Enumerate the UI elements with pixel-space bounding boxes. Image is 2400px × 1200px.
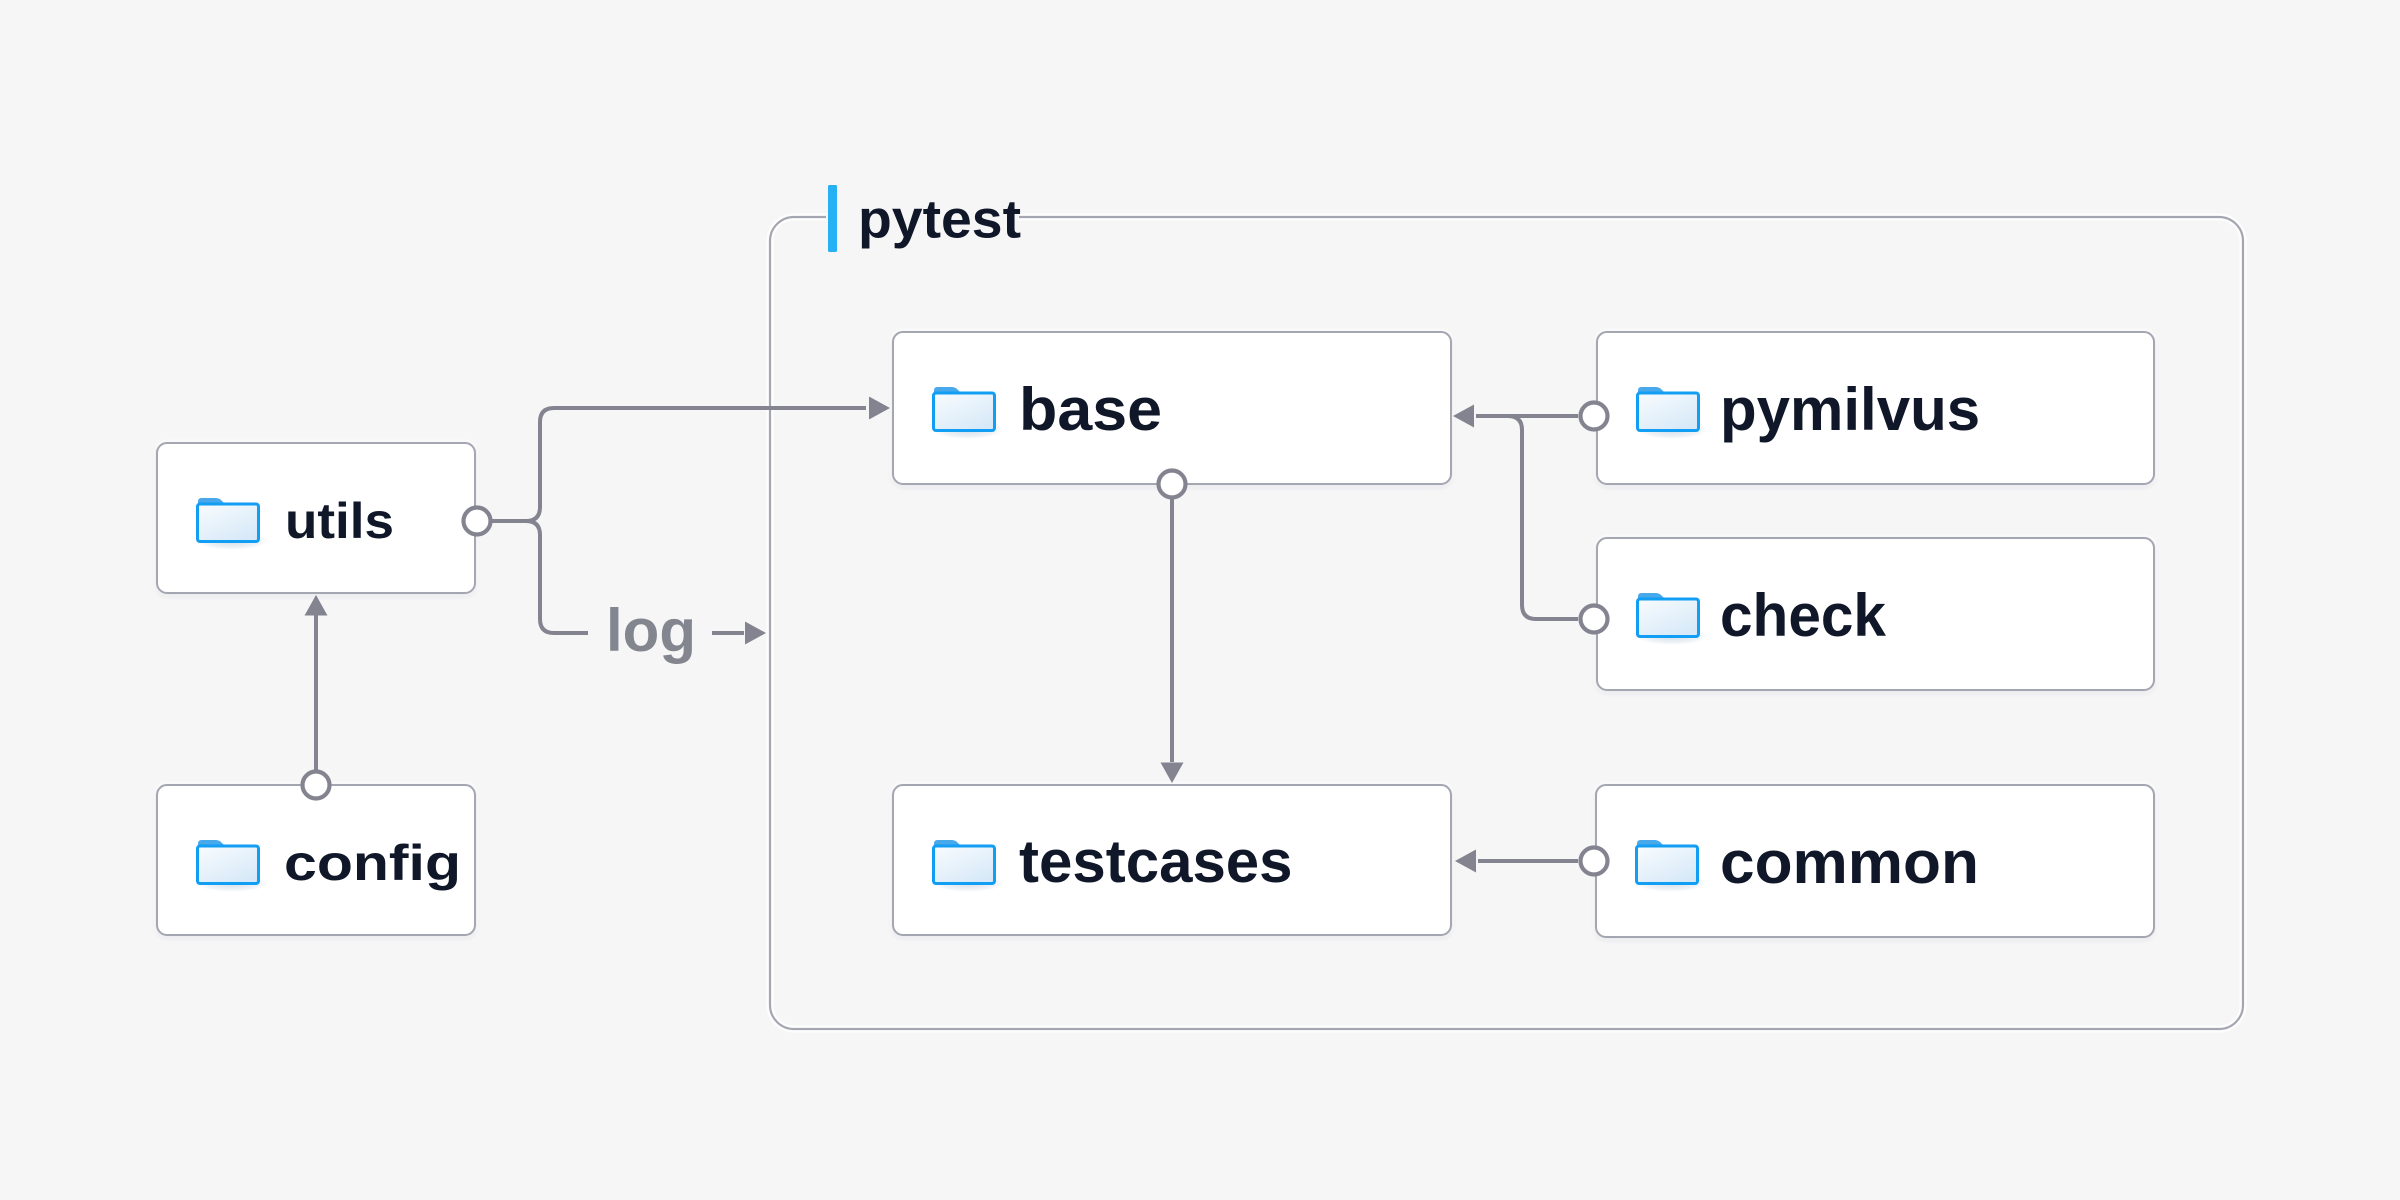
svg-text:common: common xyxy=(1720,829,1979,896)
svg-text:pytest: pytest xyxy=(858,190,1021,250)
svg-text:pymilvus: pymilvus xyxy=(1720,376,1980,443)
svg-text:base: base xyxy=(1019,376,1162,443)
svg-text:testcases: testcases xyxy=(1019,828,1293,895)
svg-text:config: config xyxy=(284,835,461,891)
svg-text:utils: utils xyxy=(285,493,394,549)
svg-text:check: check xyxy=(1720,582,1887,649)
svg-text:log: log xyxy=(606,597,696,664)
